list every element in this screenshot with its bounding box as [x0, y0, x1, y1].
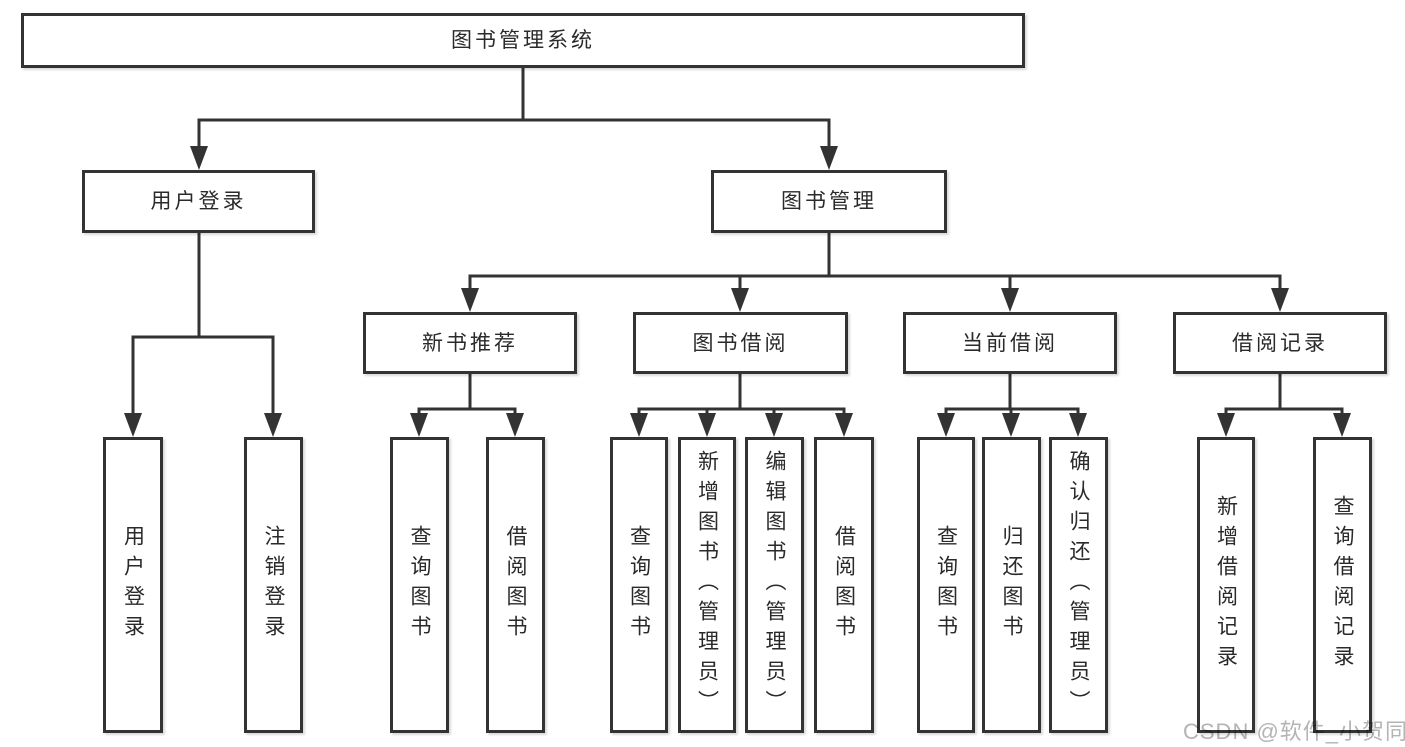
leaf-borrow-books-recommend: 借阅图书 [486, 437, 545, 733]
arrow-down-icon [190, 146, 208, 170]
arrow-down-icon [506, 413, 524, 437]
leaf-add-borrow-record: 新增借阅记录 [1197, 437, 1255, 733]
leaf-return-books: 归还图书 [982, 437, 1041, 733]
leaf-user-login: 用户登录 [103, 437, 163, 733]
arrow-down-icon [835, 413, 853, 437]
arrow-down-icon [698, 413, 716, 437]
leaf-query-borrow-record: 查询借阅记录 [1313, 437, 1372, 733]
arrow-down-icon [1217, 413, 1235, 437]
arrow-down-icon [1002, 413, 1020, 437]
arrow-down-icon [820, 146, 838, 170]
node-library-management-system: 图书管理系统 [21, 13, 1025, 68]
node-user-login: 用户登录 [82, 170, 315, 233]
arrow-down-icon [1333, 413, 1351, 437]
arrow-down-icon [1001, 288, 1019, 312]
leaf-confirm-return-admin: 确认归还（管理员） [1049, 437, 1108, 733]
leaf-edit-books-admin: 编辑图书（管理员） [745, 437, 804, 733]
arrow-down-icon [1069, 413, 1087, 437]
arrow-down-icon [264, 413, 282, 437]
tree-edges [131, 66, 1344, 430]
arrow-down-icon [937, 413, 955, 437]
leaf-logout: 注销登录 [244, 437, 303, 733]
arrow-down-icon [1271, 288, 1289, 312]
arrow-down-icon [410, 413, 428, 437]
arrow-down-icon [731, 288, 749, 312]
leaf-borrow-books: 借阅图书 [814, 437, 874, 733]
node-new-book-recommendation: 新书推荐 [363, 312, 577, 374]
arrow-down-icon [765, 413, 783, 437]
arrow-down-icon [124, 413, 142, 437]
leaf-query-books-recommend: 查询图书 [390, 437, 449, 733]
csdn-watermark: CSDN @软件_小贺同学 [1183, 719, 1405, 744]
node-book-borrowing: 图书借阅 [633, 312, 848, 374]
leaf-query-books-current: 查询图书 [917, 437, 975, 733]
arrow-down-icon [461, 288, 479, 312]
leaf-add-books-admin: 新增图书（管理员） [678, 437, 736, 733]
node-book-management: 图书管理 [711, 170, 947, 233]
leaf-query-books-borrowing: 查询图书 [610, 437, 668, 733]
node-borrowing-records: 借阅记录 [1173, 312, 1387, 374]
arrow-down-icon [630, 413, 648, 437]
node-current-borrowing: 当前借阅 [903, 312, 1117, 374]
